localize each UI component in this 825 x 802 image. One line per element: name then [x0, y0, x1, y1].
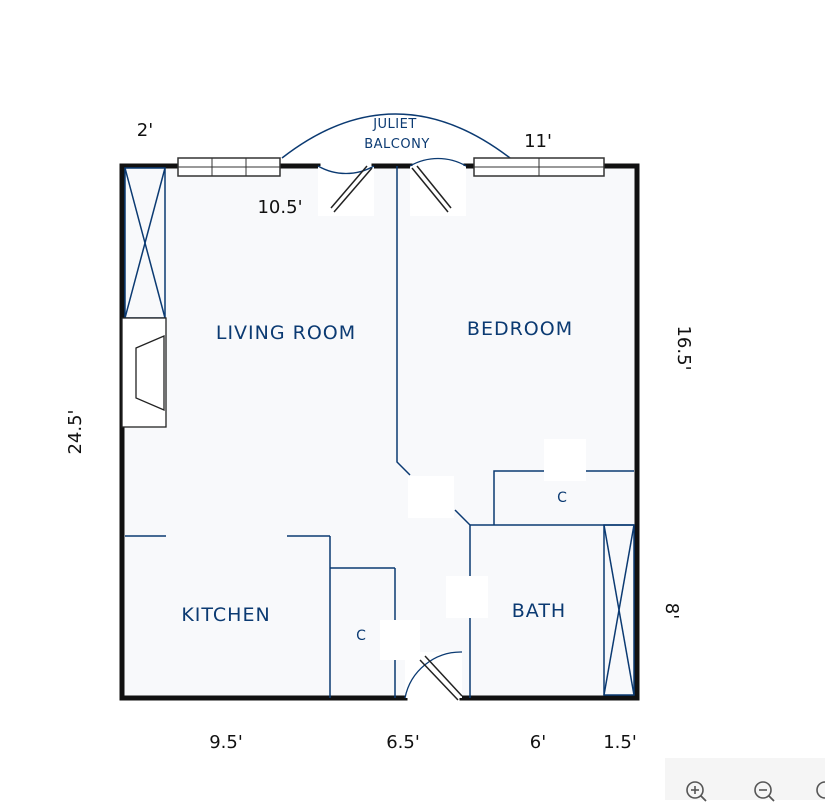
- bath-door-gap: [446, 576, 488, 618]
- bedroom-closet-door-gap: [544, 439, 586, 481]
- balcony-label-line1: JULIET: [372, 117, 417, 132]
- dim-bottom-bath: 6': [530, 732, 546, 753]
- dim-top-living: 10.5': [257, 197, 302, 218]
- zoom-out-button[interactable]: [753, 780, 775, 802]
- exterior-walls: [119, 163, 640, 701]
- balcony-label-line2: BALCONY: [364, 137, 430, 152]
- zoom-toolbar: [665, 758, 825, 802]
- room-label-kitchen: KITCHEN: [181, 604, 270, 626]
- zoom-reset-icon: [816, 781, 825, 799]
- dim-right-bedroom: 16.5': [673, 325, 694, 370]
- room-label-living: LIVING ROOM: [216, 322, 356, 344]
- dim-top-bedroom: 11': [524, 131, 552, 152]
- balcony-door-left: [317, 165, 375, 216]
- bedroom-door-gap: [408, 476, 454, 518]
- dim-bottom-kitchen: 9.5': [209, 732, 243, 753]
- window-bedroom: [473, 157, 605, 177]
- zoom-in-button[interactable]: [685, 780, 707, 802]
- floor-area: [122, 166, 637, 698]
- juliet-balcony-arc: [281, 113, 511, 159]
- dim-right-bath: 8': [661, 603, 682, 619]
- dim-bottom-hall: 6.5': [386, 732, 420, 753]
- window-living: [177, 157, 281, 177]
- room-label-bath: BATH: [512, 600, 566, 622]
- room-label-bedroom: BEDROOM: [467, 318, 573, 340]
- zoom-out-icon: [754, 781, 775, 802]
- dim-bottom-closet: 1.5': [603, 732, 637, 753]
- entry-door: [404, 651, 463, 701]
- zoom-in-icon: [686, 781, 707, 802]
- zoom-reset-button[interactable]: [815, 780, 825, 802]
- dim-top-left: 2': [137, 120, 153, 141]
- fireplace: [121, 317, 167, 428]
- closet-label-hall: C: [356, 628, 366, 644]
- dim-left-height: 24.5': [65, 409, 86, 454]
- balcony-door-right: [409, 157, 467, 216]
- closet-label-bedroom: C: [557, 490, 567, 506]
